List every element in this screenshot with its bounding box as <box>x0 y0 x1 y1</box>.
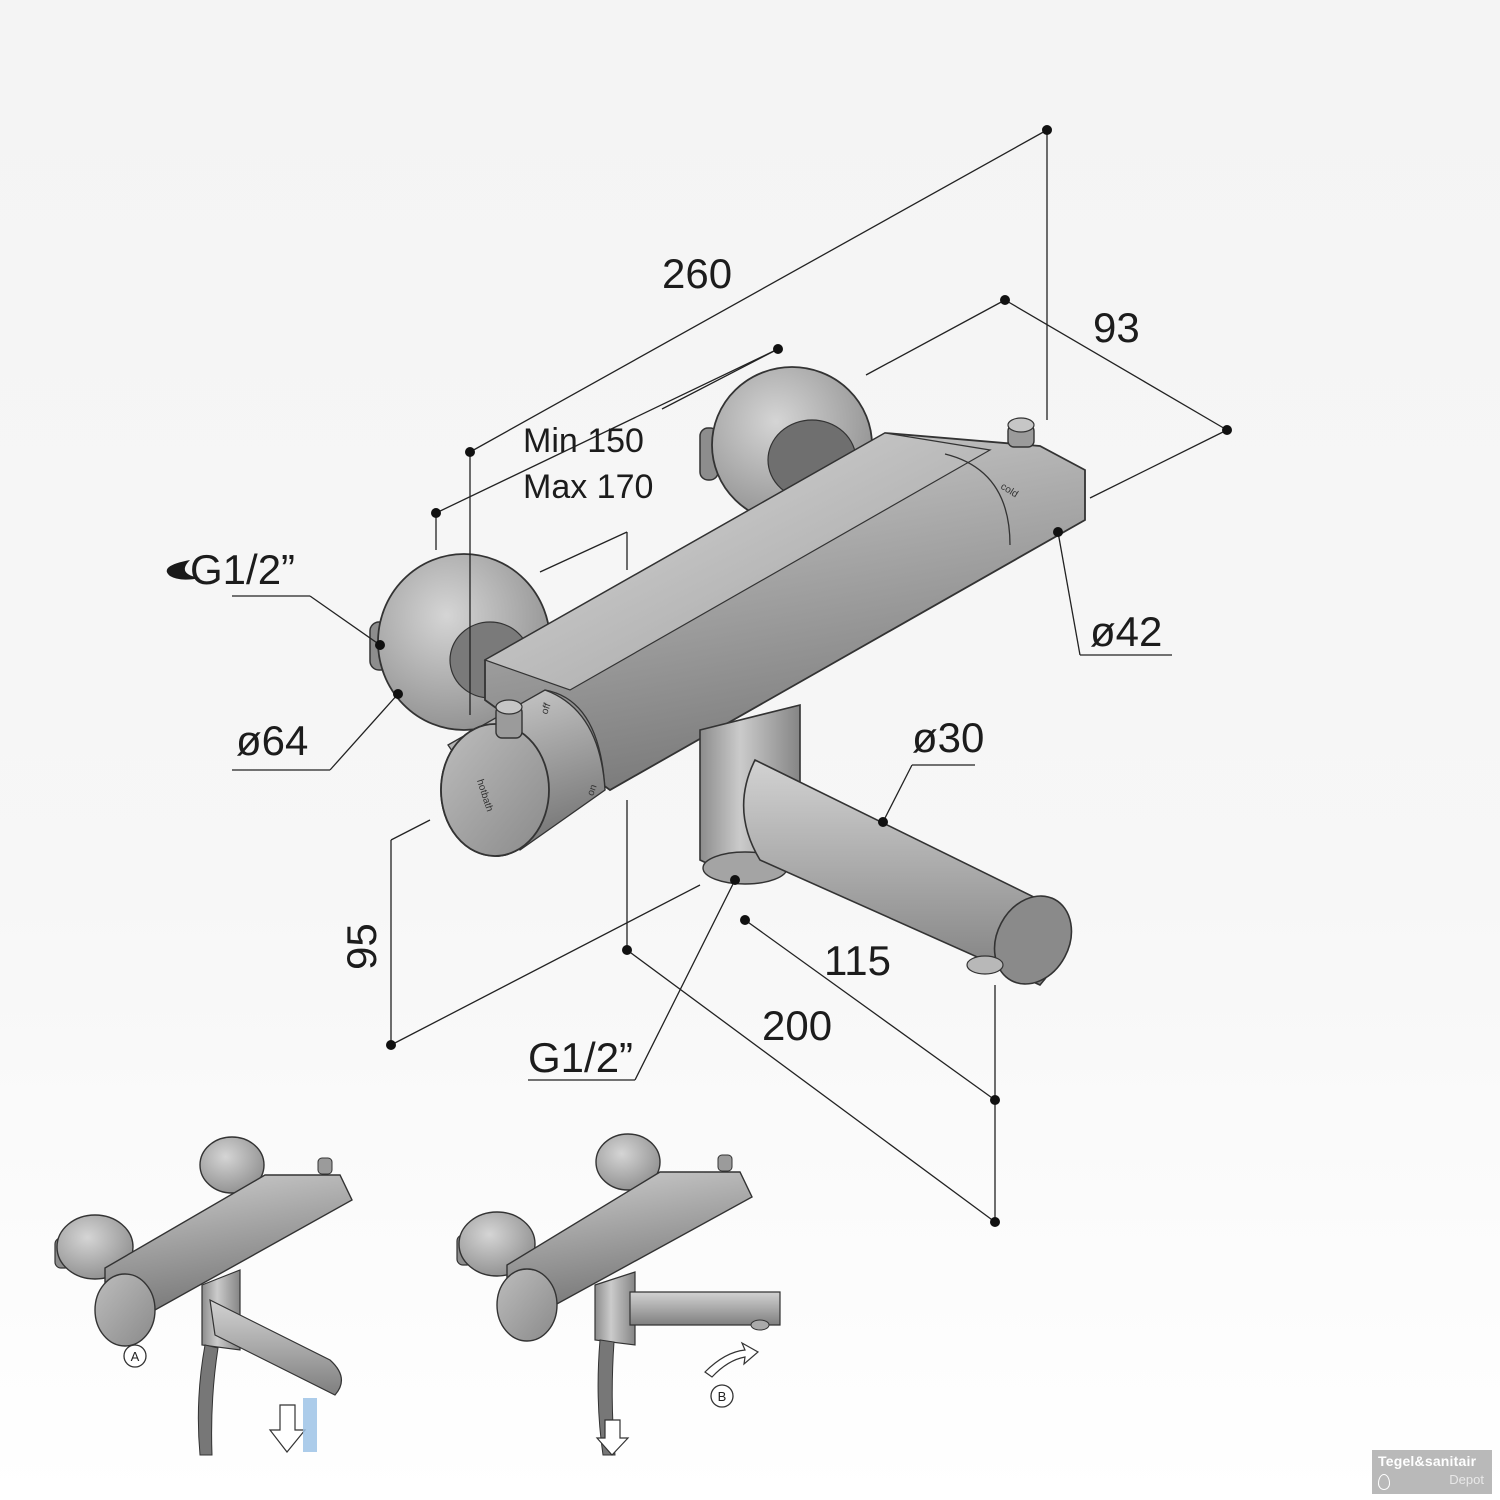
variant-a-label: A <box>131 1349 140 1364</box>
variant-b-illustration: B <box>456 1133 781 1456</box>
thermostat-body <box>483 432 1086 792</box>
dimension-dots <box>375 125 1232 1227</box>
temperature-knob: hotbath off on <box>440 689 606 857</box>
dimension-labels: 260 93 Min 150 Max 170 G1/2” ø64 ø42 ø30… <box>190 250 1162 1081</box>
water-stream-icon <box>303 1398 317 1452</box>
brand-logo: Tegel&sanitair Depot <box>1372 1450 1492 1494</box>
logo-line-1: Tegel&sanitair <box>1378 1453 1477 1469</box>
drop-icon <box>1378 1474 1390 1490</box>
dim-depth: 93 <box>1093 304 1140 351</box>
dim-total-length: 260 <box>662 250 732 297</box>
on-label: on <box>585 783 599 797</box>
dim-max: Max 170 <box>523 468 653 506</box>
dim-height: 95 <box>338 923 385 970</box>
dim-inlet-thread: G1/2” <box>190 546 295 593</box>
brand-swoosh-icon <box>166 560 200 580</box>
dim-spout-reach: 115 <box>824 937 891 984</box>
flow-down-arrow-icon <box>595 1419 630 1456</box>
off-label: off <box>539 702 553 716</box>
dim-body-diameter: ø42 <box>1090 608 1162 655</box>
variant-a-illustration: A <box>54 1136 353 1456</box>
dim-rosette-diameter: ø64 <box>236 717 308 764</box>
bath-spout <box>742 758 1073 986</box>
dimension-lines <box>232 129 1228 1223</box>
logo-line-2: Depot <box>1449 1472 1484 1487</box>
dim-outlet-thread: G1/2” <box>528 1034 633 1081</box>
dim-spout-diameter: ø30 <box>912 714 984 761</box>
dim-overall-projection: 200 <box>762 1002 832 1049</box>
dim-min: Min 150 <box>523 422 644 460</box>
main-mixer: hotbath off on cold <box>369 366 1086 986</box>
flow-down-arrow-icon <box>268 1404 307 1453</box>
rotate-arrow-icon <box>704 1341 760 1378</box>
variant-b-label: B <box>718 1389 727 1404</box>
